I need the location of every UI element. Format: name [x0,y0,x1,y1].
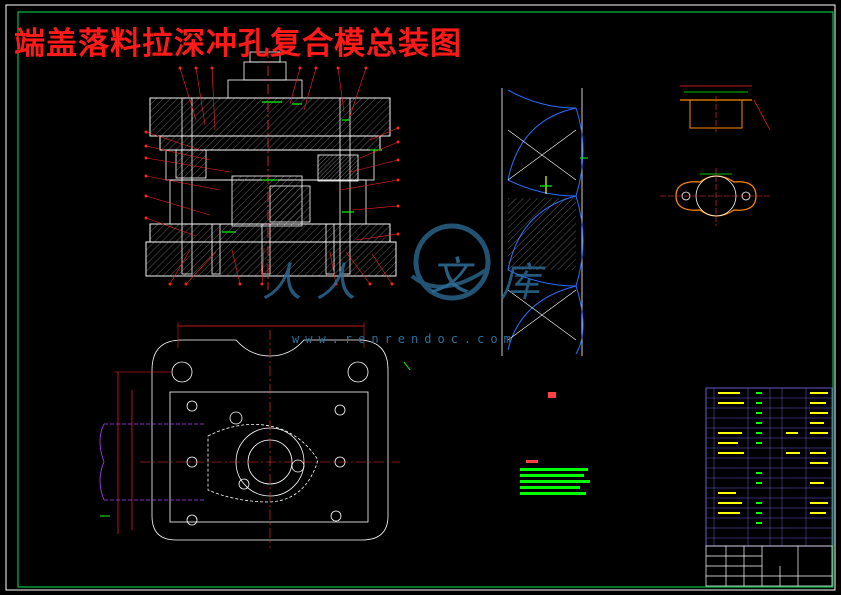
section-dimension-marks [222,101,382,233]
plan-view-centerlines [140,330,400,548]
parts-list-table [705,387,833,547]
watermark-char: 人 [262,260,302,306]
watermark-char: 库 [500,260,540,306]
title-block [705,545,833,587]
part-section-drawing [680,85,771,132]
watermark-logo [410,223,491,301]
watermark-url: www.renrendoc.com [292,332,517,346]
technical-notes [520,392,590,495]
watermark-char: 人 [316,260,356,306]
part-balloons [144,66,400,286]
watermark-char: 文 [430,254,470,300]
part-leaders-right [289,67,399,285]
part-plan-drawing [660,168,772,226]
drawing-title: 端盖落料拉深冲孔复合模总装图 [14,26,462,62]
plan-view-dimensions [99,322,411,534]
part-leaders-left [145,67,265,285]
inner-frame [17,11,834,588]
strip-layout [501,88,588,356]
outer-frame [5,4,836,591]
